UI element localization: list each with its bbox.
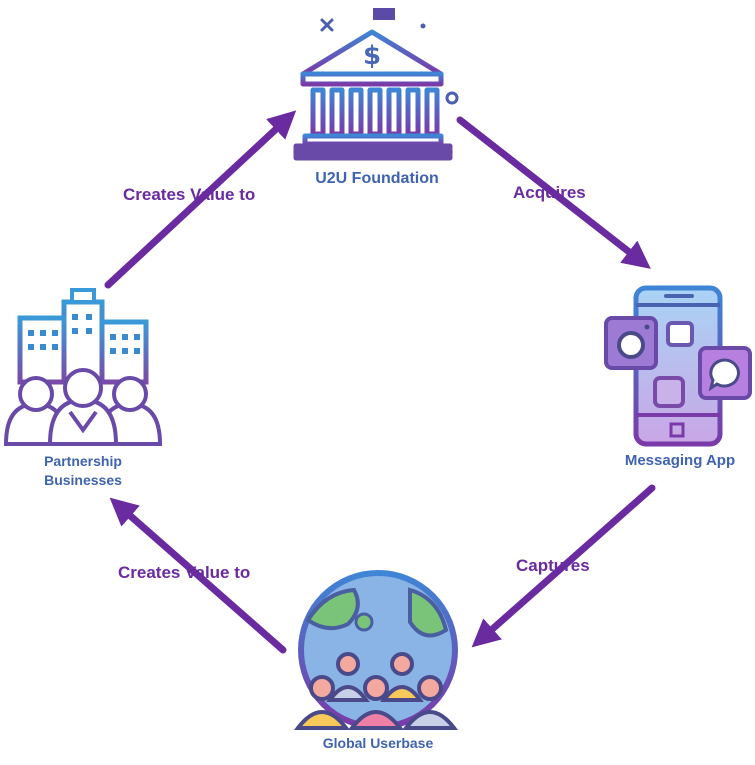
office-team-icon	[3, 288, 163, 446]
svg-text:$: $	[363, 41, 381, 71]
bank-building-icon: $	[293, 5, 459, 161]
edge-label-creates-value-bottom: Creates Value to	[118, 563, 251, 582]
arrow-messaging-to-userbase	[471, 484, 656, 648]
edge-label-captures: Captures	[516, 556, 590, 575]
node-label-messaging: Messaging App	[624, 452, 736, 469]
arrow-foundation-to-messaging	[456, 116, 651, 269]
edge-label-creates-value-top: Creates Value to	[123, 185, 256, 204]
smartphone-apps-icon	[604, 285, 752, 447]
arrow-userbase-to-partners	[109, 497, 287, 654]
node-label-partners: Partnership Businesses	[18, 452, 148, 490]
cycle-arrows	[104, 110, 656, 654]
node-label-partners-line1: Partnership	[44, 453, 122, 469]
globe-people-icon	[293, 570, 459, 730]
arrow-partners-to-foundation	[104, 110, 297, 289]
node-label-partners-line2: Businesses	[44, 472, 122, 488]
node-label-foundation: U2U Foundation	[315, 170, 439, 187]
edge-label-acquires: Acquires	[513, 183, 586, 202]
node-label-userbase: Global Userbase	[322, 735, 434, 751]
